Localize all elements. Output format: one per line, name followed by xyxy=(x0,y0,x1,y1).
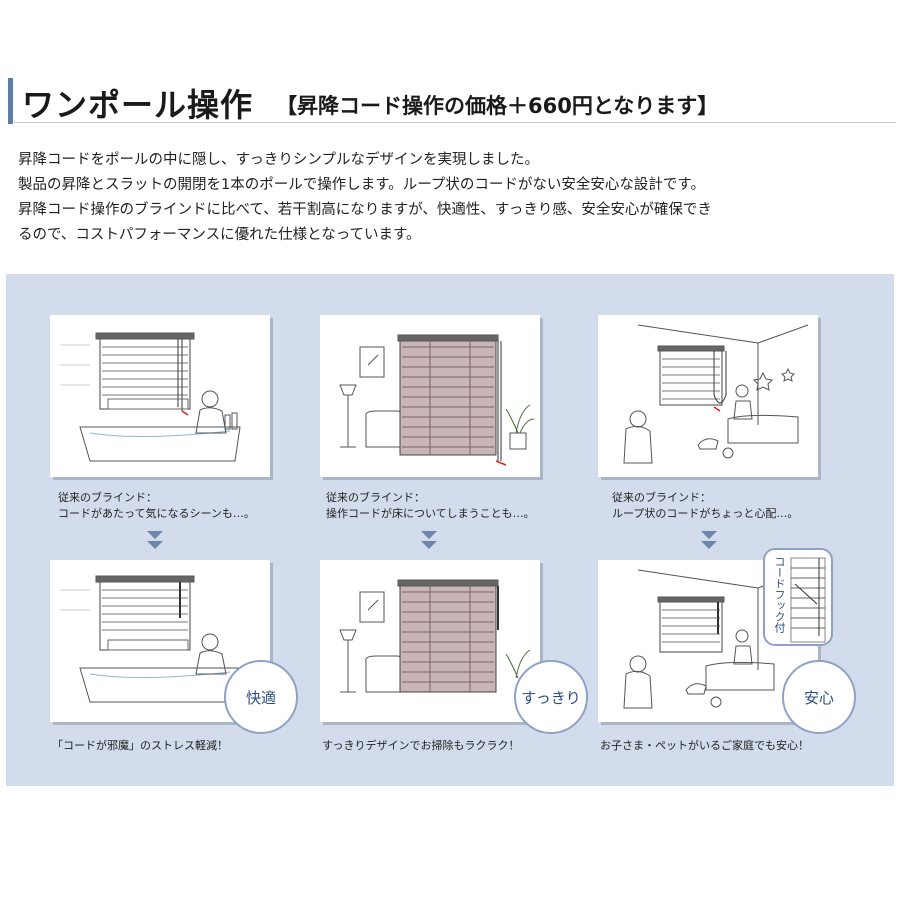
living-scene-icon xyxy=(339,579,531,693)
price-note: 【昇降コード操作の価格＋660円となります】 xyxy=(276,94,719,118)
section-header: ワンポール操作 【昇降コード操作の価格＋660円となります】 xyxy=(8,78,896,124)
bath-before-caption: 従来のブラインド： コードがあたって気になるシーンも…。 xyxy=(58,490,255,522)
caption-line: 従来のブラインド： xyxy=(326,491,425,504)
double-chevron-down-icon xyxy=(421,531,437,549)
bath-after-caption: 「コードが邪魔」のストレス軽減！ xyxy=(52,739,228,752)
living-before-caption: 従来のブラインド： 操作コードが床についてしまうことも…。 xyxy=(326,490,535,522)
description-line: るので、コストパフォーマンスに優れた仕様となっています。 xyxy=(18,227,421,243)
cord-hook-icon xyxy=(790,557,826,643)
living-scene-icon xyxy=(339,334,535,466)
caption-line: 従来のブラインド： xyxy=(612,491,711,504)
cord-hook-callout: コードフック付 xyxy=(763,548,833,646)
page-title: ワンポール操作 xyxy=(22,86,254,124)
title-accent-bar xyxy=(8,78,13,124)
description-line: 製品の昇降とスラットの開閉を1本のポールで操作します。ループ状のコードがない安全… xyxy=(18,177,705,193)
living-after-caption: すっきりデザインでお掃除もラクラク！ xyxy=(322,739,520,752)
family-after-caption: お子さま・ペットがいるご家庭でも安心！ xyxy=(600,739,809,752)
living-before-illustration xyxy=(320,315,540,477)
title-divider xyxy=(14,122,896,123)
caption-line: 操作コードが床についてしまうことも…。 xyxy=(326,507,535,520)
caption-line: ループ状のコードがちょっと心配…。 xyxy=(612,507,799,520)
caption-line: 従来のブラインド： xyxy=(58,491,157,504)
bath-before-illustration xyxy=(50,315,270,477)
family-scene-icon xyxy=(623,324,809,464)
badge-comfort: 快適 xyxy=(224,660,298,734)
family-before-illustration xyxy=(598,315,818,477)
badge-safe: 安心 xyxy=(782,660,856,734)
family-before-caption: 従来のブラインド： ループ状のコードがちょっと心配…。 xyxy=(612,490,798,522)
bath-scene-icon xyxy=(60,332,241,462)
description-line: 昇降コードをポールの中に隠し、すっきりシンプルなデザインを実現しました。 xyxy=(18,152,539,168)
badge-neat: すっきり xyxy=(514,660,588,734)
bath-scene-icon xyxy=(60,575,241,703)
family-scene-icon xyxy=(623,569,809,709)
cord-hook-label: コードフック付 xyxy=(773,556,786,633)
living-after-illustration xyxy=(320,560,540,722)
double-chevron-down-icon xyxy=(147,531,163,549)
description-line: 昇降コード操作のブラインドに比べて、若干割高になりますが、快適性、すっきり感、安… xyxy=(18,202,712,218)
caption-line: コードがあたって気になるシーンも…。 xyxy=(58,507,255,520)
description: 昇降コードをポールの中に隠し、すっきりシンプルなデザインを実現しました。 製品の… xyxy=(18,148,894,248)
double-chevron-down-icon xyxy=(701,531,717,549)
